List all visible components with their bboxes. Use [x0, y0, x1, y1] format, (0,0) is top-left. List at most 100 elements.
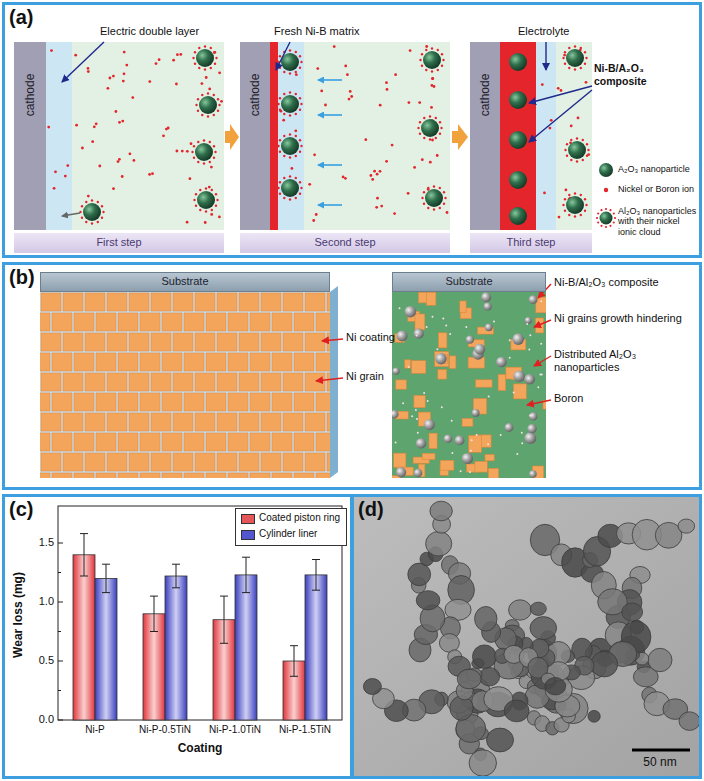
ni-grain: [316, 313, 330, 331]
nanoparticle: [648, 648, 672, 671]
al2o3-particle: [525, 375, 535, 385]
ion-dot: [189, 177, 192, 180]
ni-grain: [206, 473, 226, 478]
ion-dot: [50, 49, 53, 52]
ionic-cloud-dot: [568, 47, 570, 49]
ion-dot: [210, 166, 213, 169]
ionic-cloud-dot: [295, 177, 297, 179]
boron-dot: [509, 339, 511, 341]
legend-text: Coated piston ring: [259, 512, 340, 524]
al2o3-particle: [421, 119, 439, 137]
ni-grain: [217, 333, 237, 351]
al2o3-particle: [281, 137, 299, 155]
ni-grain: [118, 433, 138, 451]
ion-dot: [112, 187, 115, 190]
ionic-cloud-dot: [584, 210, 586, 212]
ionic-cloud-dot: [435, 137, 437, 139]
ni-grain: [162, 433, 182, 451]
nanoparticle: [530, 602, 546, 615]
al2o3-particle: [568, 141, 586, 159]
ion-dot: [409, 49, 412, 52]
ionic-cloud-dot: [283, 155, 285, 157]
ionic-cloud-dot: [507, 173, 509, 175]
ionic-cloud-dot: [576, 160, 578, 162]
boron-dot: [500, 434, 502, 436]
ionic-cloud-dot: [564, 198, 566, 200]
ni-grain: [173, 293, 193, 311]
ion-dot: [565, 189, 568, 192]
ionic-cloud-dot: [101, 217, 103, 219]
ni-grain: [151, 293, 171, 311]
ni-grain: [40, 433, 50, 451]
ni-grain: [107, 453, 127, 471]
ion-dot: [373, 170, 376, 173]
ionic-cloud-dot: [507, 145, 509, 147]
ionic-cloud-dot: [584, 198, 586, 200]
al2o3-particle: [424, 419, 435, 430]
ionic-cloud-dot: [283, 113, 285, 115]
ionic-cloud-dot: [437, 49, 439, 51]
ionic-cloud-dot: [193, 199, 195, 201]
ionic-cloud-dot: [277, 187, 279, 189]
ionic-cloud-dot: [295, 51, 297, 53]
ni-grain: [206, 393, 226, 411]
al2o3-particle: [195, 143, 213, 161]
annotation: Electric double layer: [100, 25, 199, 38]
migration-arrow: [318, 164, 342, 166]
bar: [235, 575, 257, 720]
boron-dot: [529, 334, 531, 336]
ion-dot: [218, 216, 221, 219]
ni-grain: [405, 360, 411, 368]
al2o3-particle: [485, 323, 493, 331]
ionic-cloud-dot: [568, 194, 570, 196]
ionic-cloud-dot: [517, 167, 519, 169]
ni-grain: [85, 293, 105, 311]
ionic-cloud-dot: [439, 207, 441, 209]
annotation: Ni grain: [346, 370, 384, 383]
tem-background: [354, 497, 699, 776]
ionic-cloud-dot: [289, 72, 291, 74]
ionic-cloud-dot: [580, 67, 582, 69]
ni-grain: [63, 413, 83, 431]
ni-grain: [162, 353, 182, 371]
nanoparticle: [475, 607, 497, 632]
ion-dot: [315, 213, 318, 216]
ionic-cloud-dot: [613, 212, 615, 214]
ionic-cloud-dot: [439, 121, 441, 123]
ionic-cloud-dot: [444, 197, 446, 199]
ionic-cloud-dot: [523, 89, 525, 91]
ionic-cloud-dot: [564, 51, 566, 53]
ionic-cloud-dot: [283, 197, 285, 199]
ion-dot: [95, 122, 98, 125]
plot-frame: [58, 506, 342, 720]
ionic-cloud-dot: [585, 204, 587, 206]
boron-dot: [449, 333, 451, 335]
ion-dot: [346, 73, 349, 76]
step-band: Third step: [470, 233, 592, 253]
ni-grain: [63, 333, 83, 351]
ionic-cloud-dot: [211, 209, 213, 211]
ni-grain: [63, 373, 83, 391]
ionic-cloud-dot: [214, 151, 216, 153]
ni-grain: [151, 373, 171, 391]
ni-grain: [63, 453, 83, 471]
error-bar: [290, 646, 298, 677]
ni-grain: [394, 453, 406, 467]
ni-grain: [118, 313, 138, 331]
ionic-cloud-dot: [507, 133, 509, 135]
ni-grain: [316, 433, 330, 451]
ni-grain: [305, 453, 325, 471]
electrolyte: [500, 42, 592, 230]
ion-dot: [167, 127, 170, 130]
ionic-cloud-dot: [580, 47, 582, 49]
ionic-cloud-dot: [517, 203, 519, 205]
al2o3-particle: [397, 330, 408, 341]
ionic-cloud-dot: [211, 189, 213, 191]
ionic-cloud-dot: [523, 169, 525, 171]
ni-grain: [427, 292, 436, 305]
substrate-band: Substrate: [392, 272, 546, 292]
ionic-cloud-dot: [299, 109, 301, 111]
ion-dot: [324, 104, 327, 107]
ion-dot: [131, 96, 134, 99]
tick: [58, 572, 61, 573]
